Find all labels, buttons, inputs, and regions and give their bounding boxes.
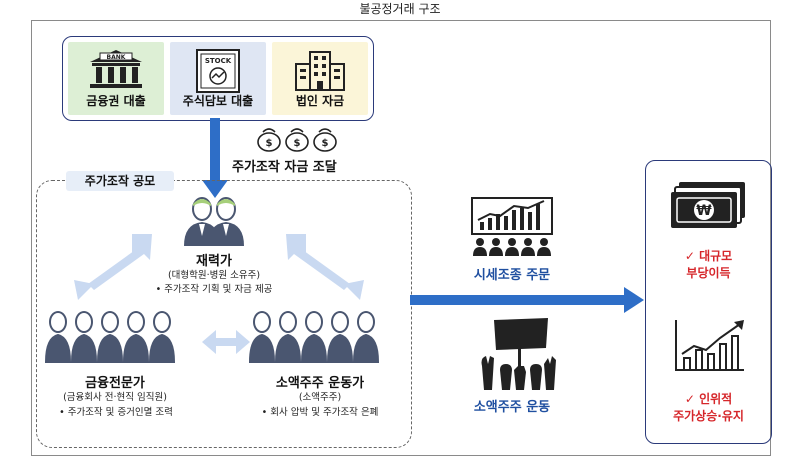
source-corporate-funds: 법인 자금 (272, 42, 368, 115)
svg-text:BANK: BANK (107, 54, 126, 61)
financier-role: • 주가조작 기획 및 자금 제공 (155, 284, 273, 295)
result-1-line-1: ✓ 대규모 (684, 249, 733, 263)
money-bags-icon: $ $ $ (257, 128, 337, 152)
conspiracy-tag: 주가조작 공모 (66, 171, 174, 191)
market-order-icon (471, 197, 553, 256)
source-bank-loan: BANK 금융권 대출 (68, 42, 164, 115)
source-label: 주식담보 대출 (182, 94, 254, 108)
financier-detail: (대형학원·병원 소유주) (167, 270, 261, 281)
funding-label: 주가조작 자금 조달 (232, 160, 337, 175)
relation-arrows (74, 234, 364, 354)
result-1-line-2: 부당이득 (686, 266, 731, 280)
activist-role: • 회사 압박 및 주가조작 은폐 (261, 407, 379, 418)
results-box (645, 160, 772, 444)
fin-expert-role: • 주가조작 및 증거인멸 조력 (59, 407, 173, 418)
result-2-line-2: 주가상승·유지 (673, 409, 744, 423)
shareholder-movement-label: 소액주주 운동 (473, 400, 551, 415)
result-2-line-1: ✓ 인위적 (684, 392, 733, 406)
conspiracy-box (36, 180, 412, 448)
diagram-frame (31, 20, 771, 456)
svg-text:$: $ (266, 138, 273, 149)
financial-experts-people-icon (44, 311, 176, 363)
market-order-label: 시세조종 주문 (473, 268, 551, 283)
check-icon: ✓ (684, 249, 695, 263)
funding-sources-box: BANK 금융권 대출 STOCK 주식담보 대출 (62, 36, 374, 121)
svg-text:₩: ₩ (696, 203, 712, 219)
activist-detail: (소액주주) (298, 392, 342, 403)
diagram-title: 불공정거래 구조 (359, 2, 441, 16)
svg-text:STOCK: STOCK (205, 57, 232, 65)
protest-icon (481, 318, 556, 390)
building-icon (295, 51, 345, 91)
bank-icon: BANK (90, 50, 142, 88)
source-label: 금융권 대출 (86, 94, 146, 108)
check-icon: ✓ (684, 392, 695, 406)
funding-down-arrow (202, 118, 228, 198)
financier-people-icon (184, 197, 244, 246)
activists-people-icon (248, 311, 380, 363)
stock-certificate-icon: STOCK (196, 49, 240, 93)
activist-name: 소액주주 운동가 (275, 376, 365, 391)
fin-expert-detail: (금융회사 전·현직 임직원) (63, 392, 167, 403)
banknote-icon: ₩ (671, 182, 745, 228)
main-right-arrow (410, 287, 644, 313)
svg-text:$: $ (294, 138, 301, 149)
svg-text:$: $ (322, 138, 329, 149)
financier-name: 재력가 (196, 254, 232, 269)
source-stock-loan: STOCK 주식담보 대출 (170, 42, 266, 115)
fin-expert-name: 금융전문가 (85, 376, 145, 391)
source-label: 법인 자금 (295, 94, 345, 108)
rising-chart-icon (675, 320, 744, 371)
